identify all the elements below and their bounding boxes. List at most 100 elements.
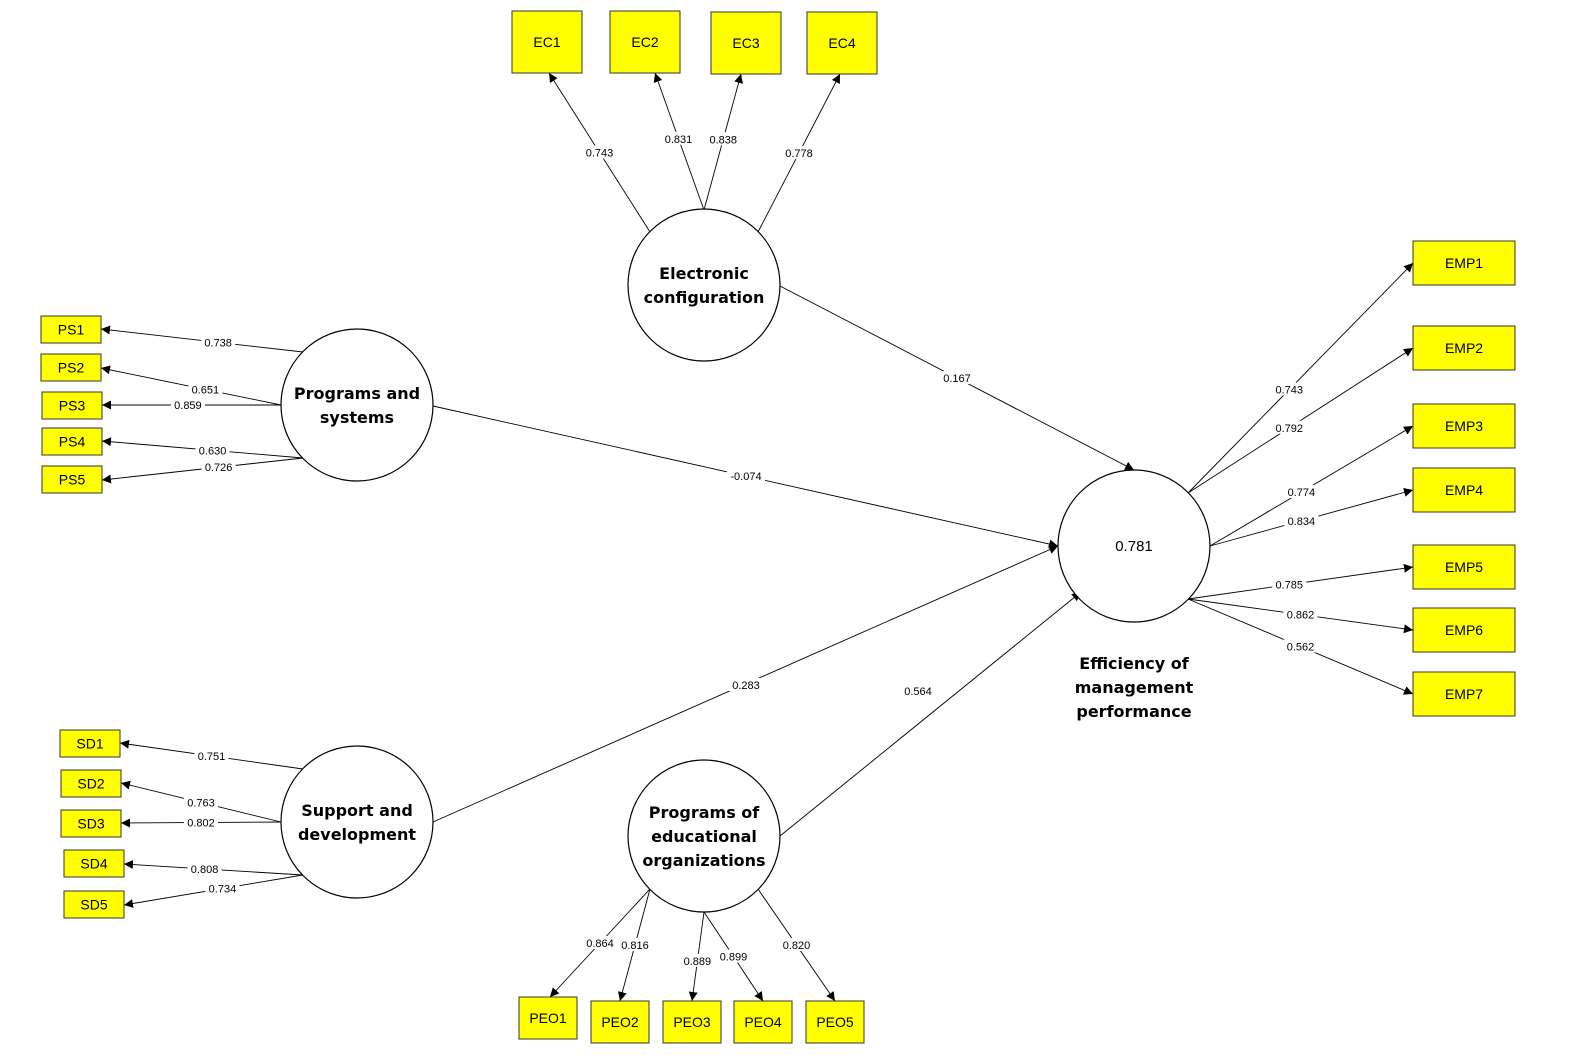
construct-label-line: Electronic [659, 264, 749, 283]
path-label-bg [727, 469, 765, 482]
indicator-ec1: EC1 [511, 10, 583, 74]
indicator-sd3: SD3 [60, 809, 122, 838]
construct-circle [627, 759, 781, 913]
indicator-label: PEO3 [673, 1014, 711, 1030]
indicator-sd4: SD4 [63, 849, 125, 878]
indicator-label: EMP3 [1445, 418, 1483, 434]
loading-label-bg [184, 795, 218, 809]
loading-value-ps1: 0.738 [204, 337, 232, 349]
indicator-emp7: EMP7 [1412, 671, 1516, 717]
construct-label-line: Support and [301, 801, 413, 820]
indicator-box [590, 1000, 650, 1044]
indicator-label: PEO2 [601, 1014, 639, 1030]
indicator-box [1412, 607, 1516, 653]
construct-label-line: Programs of [649, 803, 761, 822]
loading-label-bg [1283, 607, 1318, 621]
construct-label-line: systems [320, 408, 394, 427]
loading-value-ec4: 0.778 [785, 148, 813, 160]
indicator-box [60, 809, 122, 838]
loading-value-emp1: 0.743 [1275, 385, 1303, 397]
path-label-bg [938, 371, 976, 384]
r-squared-value: 0.781 [1115, 538, 1153, 555]
indicator-label: EMP1 [1445, 255, 1483, 271]
indicator-label: EMP5 [1445, 559, 1483, 575]
indicator-label: EMP7 [1445, 686, 1483, 702]
loading-label-bg [782, 146, 816, 159]
path-coefficient-ps: -0.074 [730, 471, 761, 483]
loading-value-ps5: 0.726 [205, 462, 233, 474]
indicator-label: SD4 [80, 856, 107, 872]
path-label-bg [727, 678, 765, 691]
indicator-label: SD3 [77, 816, 104, 832]
loading-value-peo5: 0.820 [783, 940, 811, 952]
indicator-box [733, 1000, 793, 1044]
indicator-peo1: PEO1 [518, 996, 578, 1040]
loading-value-ps2: 0.651 [192, 384, 220, 396]
loading-label-bg [184, 815, 218, 829]
loading-label-bg [201, 335, 236, 349]
loading-arrow-emp2 [1187, 347, 1414, 494]
path-label-bg [899, 684, 937, 697]
indicator-peo4: PEO4 [733, 1000, 793, 1044]
indicator-label: PS2 [58, 360, 85, 376]
loading-value-ps4: 0.630 [199, 445, 227, 457]
indicator-box [609, 10, 681, 74]
indicator-emp3: EMP3 [1412, 403, 1516, 449]
loading-value-emp3: 0.774 [1288, 487, 1316, 499]
indicator-box [806, 11, 878, 75]
indicator-emp6: EMP6 [1412, 607, 1516, 653]
indicator-label: PS5 [59, 472, 86, 488]
indicator-label: EC2 [631, 34, 658, 50]
indicator-peo2: PEO2 [590, 1000, 650, 1044]
construct-caption-line: management [1075, 678, 1194, 697]
indicator-peo3: PEO3 [662, 1000, 722, 1044]
indicator-label: EC1 [533, 34, 560, 50]
loading-value-peo4: 0.899 [720, 952, 748, 964]
indicator-label: EC3 [732, 35, 759, 51]
construct-circle [280, 745, 434, 899]
indicator-label: PS3 [59, 398, 86, 414]
indicator-box [1412, 467, 1516, 513]
construct-caption-line: performance [1076, 702, 1191, 721]
indicator-box [40, 315, 102, 344]
construct-label-line: configuration [644, 288, 765, 307]
loading-label-bg [1283, 639, 1318, 653]
loading-label-bg [1284, 485, 1319, 498]
loading-label-bg [1272, 577, 1307, 591]
loading-label-bg [582, 145, 617, 159]
loading-label-bg [680, 953, 715, 967]
indicator-label: SD2 [77, 776, 104, 792]
loading-value-ec2: 0.831 [665, 134, 693, 146]
indicator-label: EMP6 [1445, 622, 1483, 638]
indicator-box [41, 427, 103, 456]
indicator-ps5: PS5 [41, 465, 103, 494]
construct-label-line: organizations [642, 851, 765, 870]
construct-circle [280, 328, 434, 482]
loading-value-emp6: 0.862 [1287, 610, 1315, 622]
indicator-emp2: EMP2 [1412, 325, 1516, 371]
indicator-box [662, 1000, 722, 1044]
indicator-sd2: SD2 [60, 769, 122, 798]
construct-caption-line: Efficiency of [1079, 654, 1189, 673]
loading-value-emp7: 0.562 [1287, 642, 1315, 654]
loading-value-sd4: 0.808 [191, 864, 219, 876]
indicator-peo5: PEO5 [805, 1000, 865, 1044]
loading-value-peo2: 0.816 [621, 940, 649, 952]
indicator-ps2: PS2 [40, 353, 102, 382]
loading-label-bg [205, 881, 240, 895]
indicator-ps4: PS4 [41, 427, 103, 456]
loading-label-bg [188, 382, 223, 396]
loading-label-bg [661, 131, 696, 145]
loading-value-ec1: 0.743 [586, 148, 614, 160]
loading-value-peo3: 0.889 [684, 956, 712, 968]
indicator-box [60, 769, 122, 798]
indicator-box [1412, 403, 1516, 449]
loading-value-ps3: 0.859 [174, 400, 202, 412]
indicator-box [1412, 325, 1516, 371]
indicator-label: PEO5 [816, 1014, 854, 1030]
indicator-box [1412, 671, 1516, 717]
indicator-box [805, 1000, 865, 1044]
